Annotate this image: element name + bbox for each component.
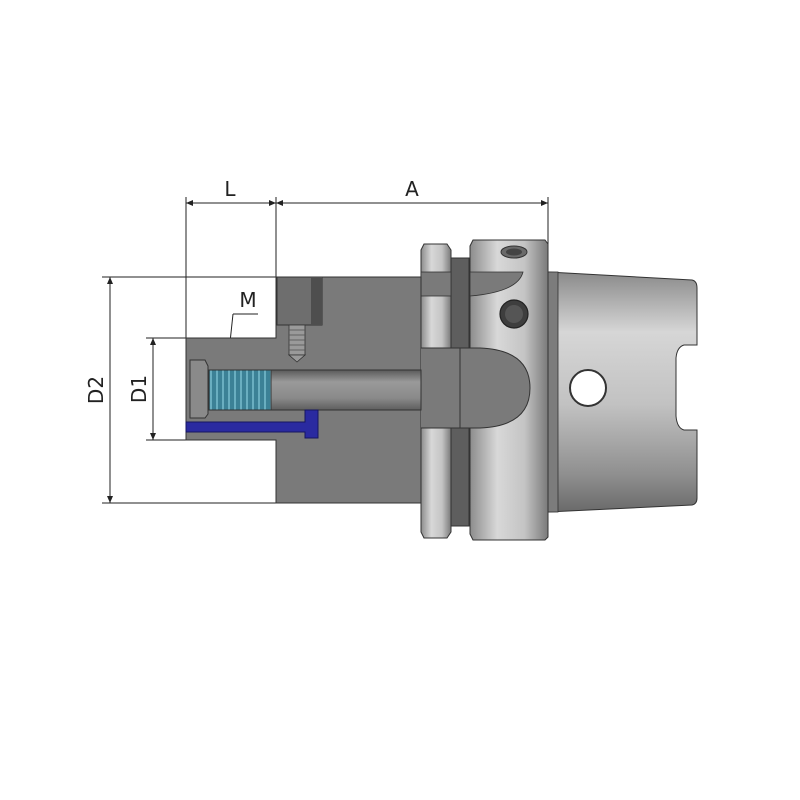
coolant-channel: [185, 409, 319, 439]
drive-hole-icon: [569, 369, 607, 407]
dimension-arrows: [107, 200, 548, 503]
dim-label-A: A: [405, 177, 419, 201]
hsk-taper: [547, 271, 698, 513]
dim-label-D2: D2: [84, 376, 108, 404]
dim-label-D1: D1: [127, 375, 151, 403]
thread-M: [208, 369, 272, 411]
dimension-lines: [102, 197, 549, 504]
dim-label-L: L: [224, 177, 236, 201]
sectioned-body: [185, 276, 531, 504]
dim-label-M: M: [239, 288, 256, 312]
